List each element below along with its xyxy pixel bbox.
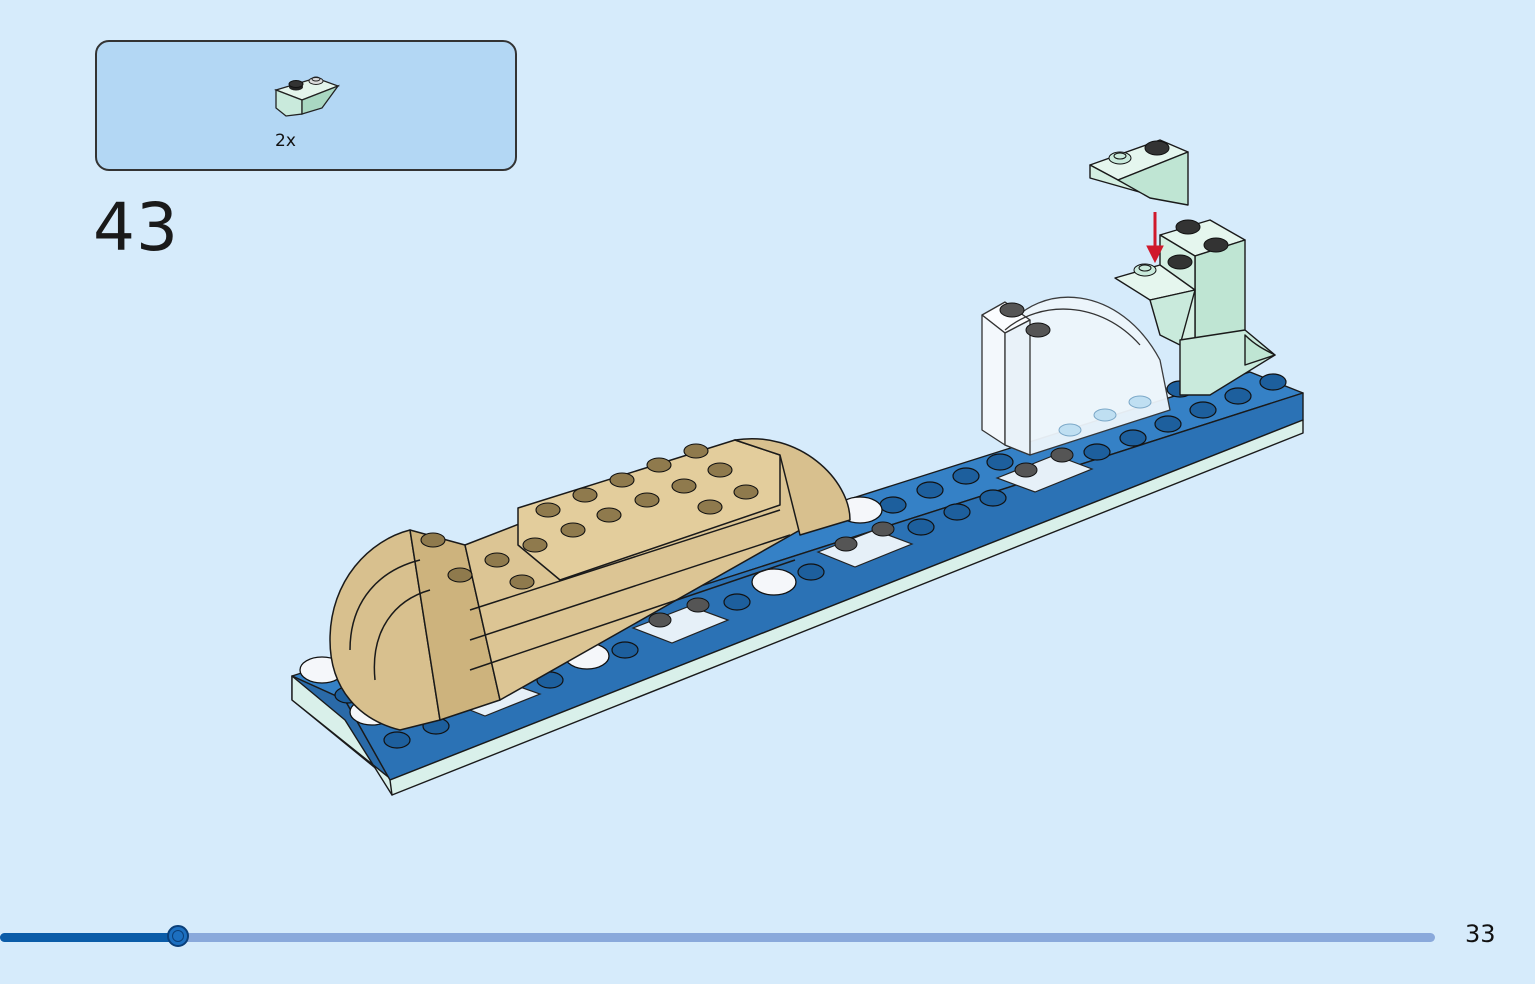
tan-studs bbox=[420, 443, 759, 590]
page-number: 33 bbox=[1465, 920, 1496, 948]
parts-list-box: 2x bbox=[95, 40, 517, 171]
placement-arrow bbox=[1146, 212, 1164, 264]
progress-bar bbox=[0, 925, 1435, 947]
dome-studs bbox=[999, 302, 1051, 338]
mint-tower-studs bbox=[1167, 219, 1229, 270]
dome-inner-studs bbox=[1058, 395, 1152, 437]
inverted-slope-brick-icon bbox=[273, 76, 340, 117]
step-number: 43 bbox=[93, 189, 179, 266]
trans-dome bbox=[981, 296, 1171, 456]
progress-fill bbox=[0, 933, 178, 942]
new-piece-studs bbox=[1108, 140, 1170, 165]
part-quantity: 2x bbox=[275, 131, 296, 151]
mint-tower-hollow-stud bbox=[1133, 263, 1157, 277]
new-inverted-slope-piece bbox=[1089, 139, 1189, 206]
progress-knob bbox=[166, 925, 189, 947]
